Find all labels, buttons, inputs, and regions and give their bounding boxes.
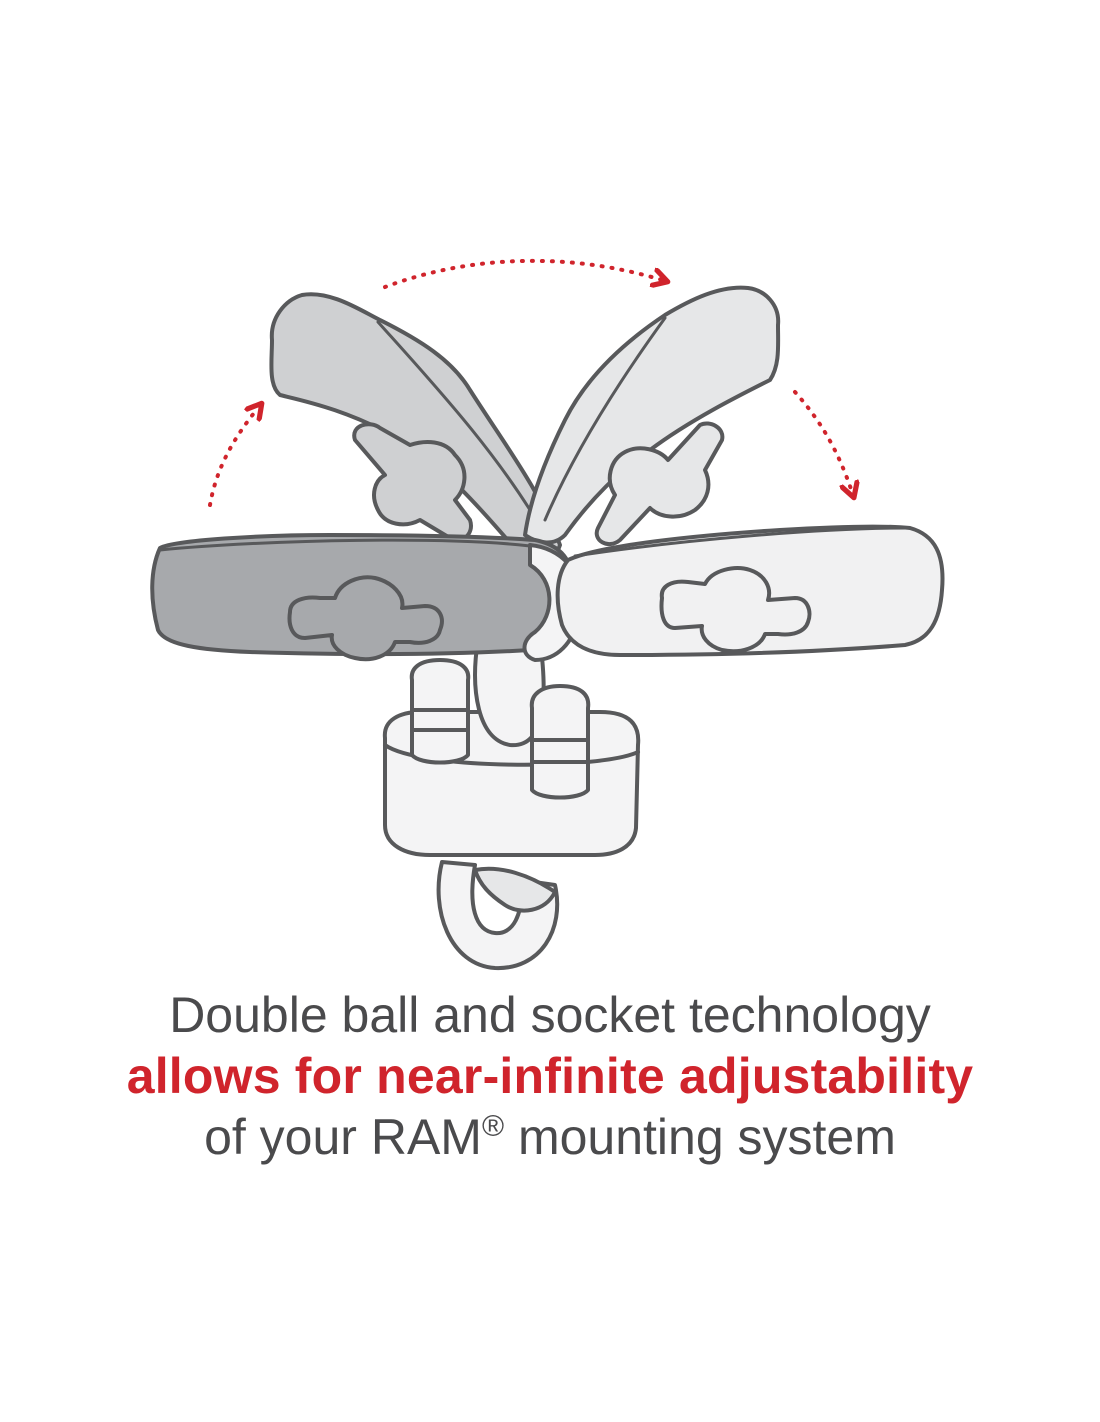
knob-upper-left <box>352 422 473 543</box>
arrow-left-up-icon <box>208 408 258 507</box>
caption-line-2: allows for near-infinite adjustability <box>126 1048 974 1104</box>
u-bolt-base <box>382 638 641 971</box>
arrow-right-down-icon <box>793 390 852 492</box>
caption: Double ball and socket technology allows… <box>0 985 1100 1168</box>
knob-right <box>659 566 812 654</box>
arm-upper-right <box>523 285 781 547</box>
arrow-top-right-icon <box>383 258 662 289</box>
caption-line-3-post: mounting system <box>504 1109 896 1165</box>
registered-mark: ® <box>481 1110 505 1143</box>
caption-line-1: Double ball and socket technology <box>169 987 931 1043</box>
mount-illustration <box>150 258 945 971</box>
knob-left <box>287 575 444 662</box>
caption-line-3: of your RAM® mounting system <box>0 1107 1100 1168</box>
caption-line-3-pre: of your RAM <box>204 1109 482 1165</box>
knob-upper-right <box>594 421 725 547</box>
rotation-arrows <box>208 258 852 507</box>
arm-upper-left <box>269 292 562 564</box>
arm-left-horizontal <box>150 533 575 662</box>
arm-right-horizontal <box>555 524 945 657</box>
